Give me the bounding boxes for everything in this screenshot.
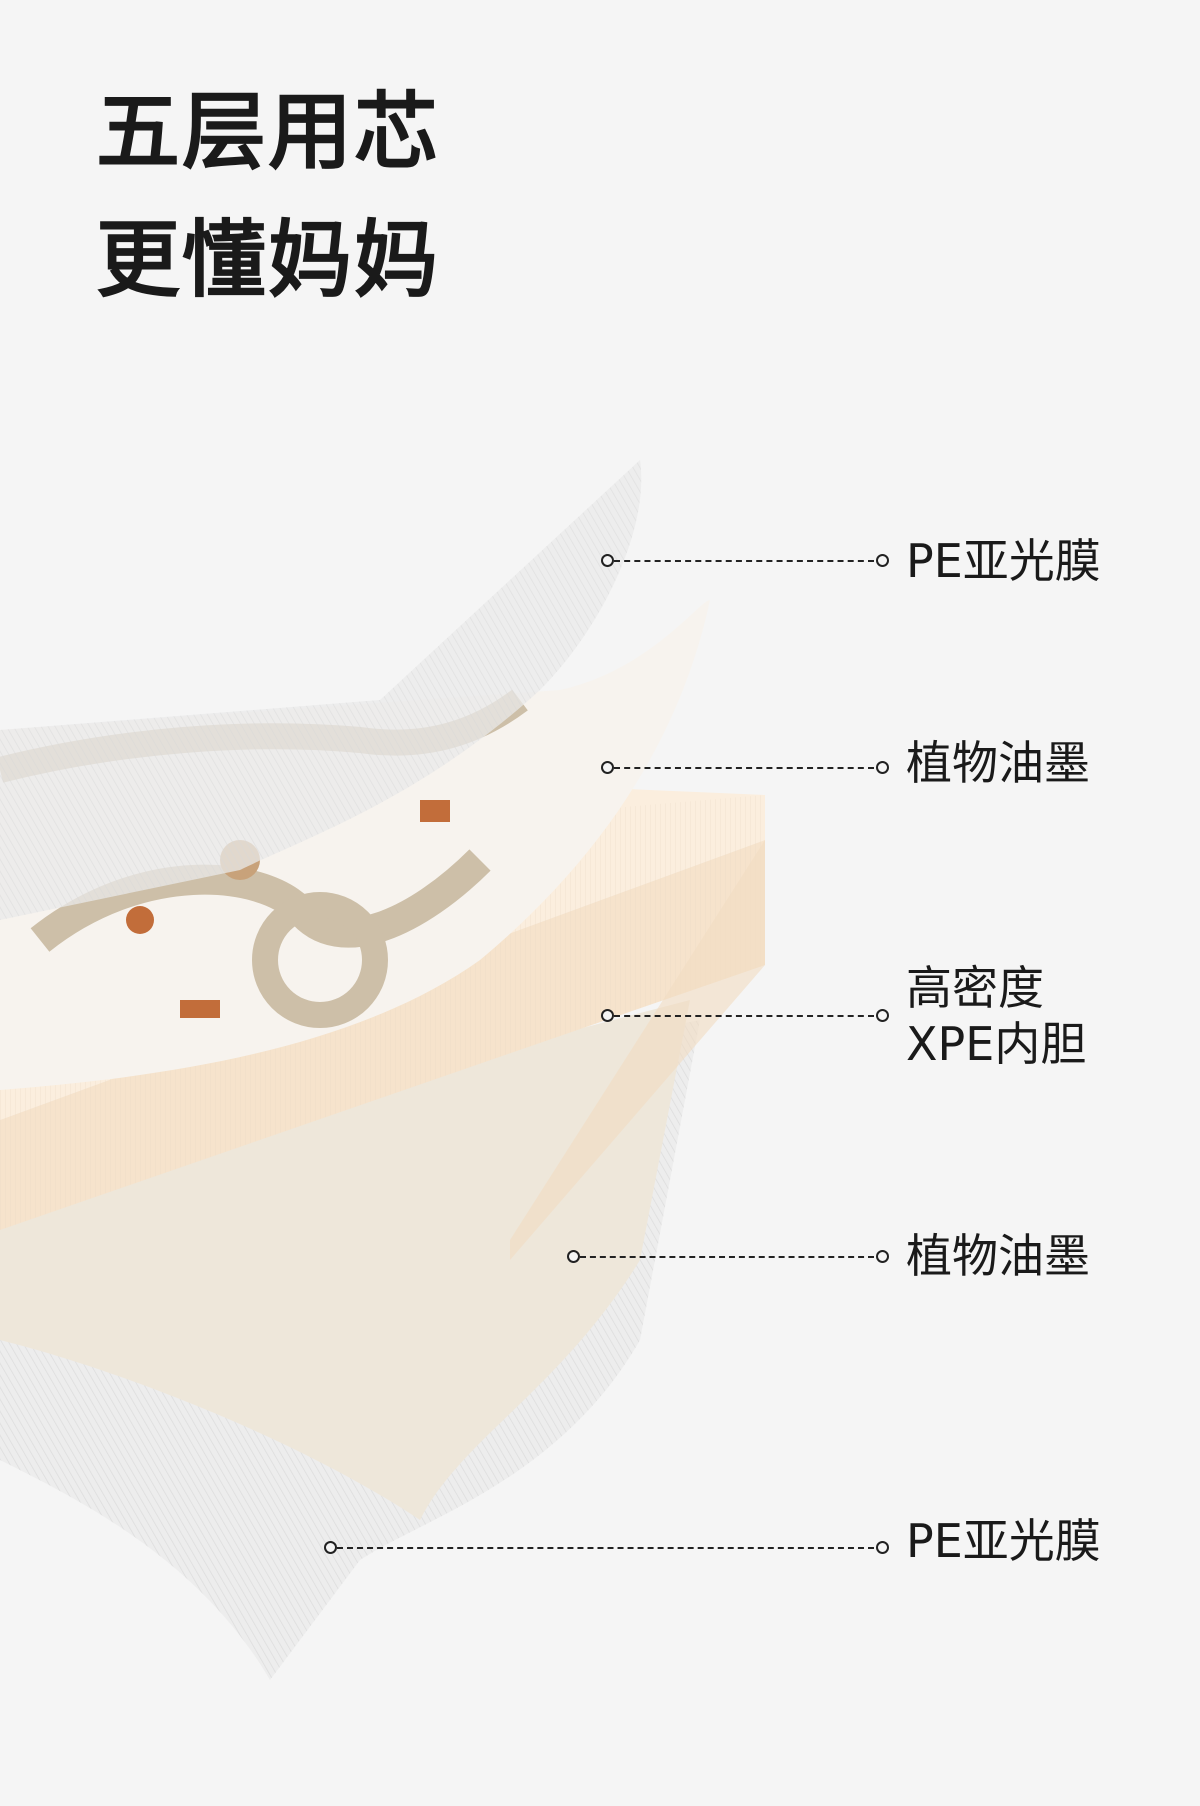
- layer-label-ink-top: 植物油墨: [906, 736, 1090, 790]
- mat-layers-illustration: [0, 460, 765, 1680]
- bottom-ink-layer: [0, 1000, 690, 1520]
- layer-label-pe-film-bottom: PE亚光膜: [906, 1514, 1101, 1568]
- layer-label-xpe-line2: XPE内胆: [906, 1017, 1087, 1071]
- layer-label-xpe-line1: 高密度: [906, 961, 1044, 1015]
- headline-line-1: 五层用芯: [96, 83, 441, 181]
- layer-label-pe-film-top: PE亚光膜: [906, 534, 1101, 588]
- layer-label-ink-bottom: 植物油墨: [906, 1229, 1090, 1283]
- headline-line-2: 更懂妈妈: [96, 211, 441, 309]
